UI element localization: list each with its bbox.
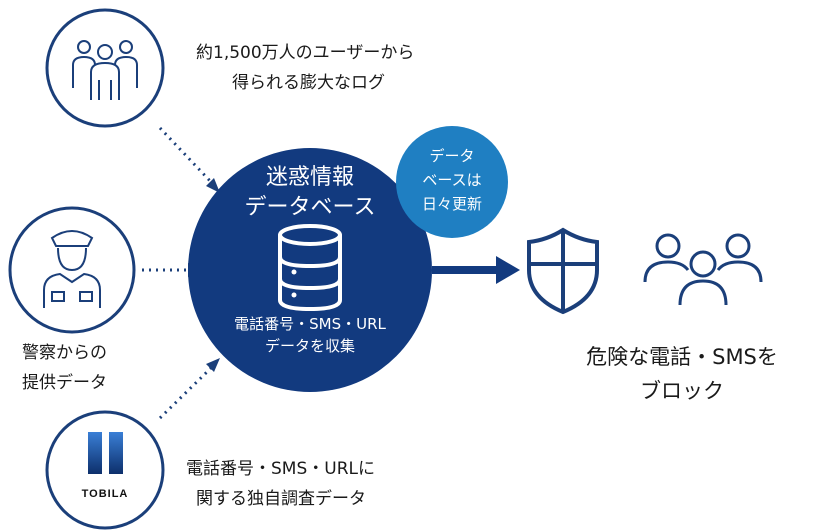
database-subtitle-line2: データを収集 bbox=[264, 337, 355, 355]
update-badge bbox=[396, 126, 508, 238]
police-caption-line2: 提供データ bbox=[22, 373, 107, 393]
tobila-logo-icon bbox=[88, 432, 123, 474]
police-officer-icon bbox=[43, 230, 101, 308]
users-caption-line2: 得られる膨大なログ bbox=[232, 73, 385, 93]
tobila-caption-line1: 電話番号・SMS・URLに bbox=[186, 459, 375, 479]
update-badge-line1: データ bbox=[429, 147, 475, 165]
database-icon bbox=[278, 224, 342, 312]
tobila-caption-line2: 関する独自調査データ bbox=[196, 489, 366, 509]
update-badge-line3: 日々更新 bbox=[421, 195, 482, 213]
users-caption-line1: 約1,500万人のユーザーから bbox=[196, 43, 415, 63]
database-title-line2: データベース bbox=[244, 195, 376, 220]
connector-users bbox=[158, 126, 220, 193]
block-arrow bbox=[432, 256, 520, 284]
database-title-line1: 迷惑情報 bbox=[265, 165, 354, 190]
result-caption-line1: 危険な電話・SMSを bbox=[586, 345, 778, 369]
database-subtitle-line1: 電話番号・SMS・URL bbox=[234, 315, 386, 333]
result-caption: 危険な電話・SMSを ブロック bbox=[572, 340, 792, 408]
group-icon bbox=[643, 233, 763, 306]
update-badge-line2: ベースは bbox=[422, 171, 482, 189]
police-circle bbox=[8, 206, 136, 334]
connector-tobila bbox=[158, 358, 220, 420]
users-circle bbox=[45, 8, 165, 128]
database-title: 迷惑情報 データベース bbox=[220, 163, 400, 223]
users-caption: 約1,500万人のユーザーから 得られる膨大なログ bbox=[196, 38, 414, 98]
users-icon bbox=[72, 40, 138, 100]
result-caption-line2: ブロック bbox=[640, 379, 724, 403]
police-caption-line1: 警察からの bbox=[22, 343, 107, 363]
tobila-logo-text: TOBILA bbox=[81, 488, 129, 500]
database-subtitle: 電話番号・SMS・URL データを収集 bbox=[220, 313, 400, 357]
update-badge-text: データ ベースは 日々更新 bbox=[402, 144, 502, 216]
shield-icon bbox=[527, 227, 599, 315]
police-caption: 警察からの 提供データ bbox=[22, 338, 107, 398]
database-circle bbox=[188, 148, 432, 392]
tobila-caption: 電話番号・SMS・URLに 関する独自調査データ bbox=[186, 454, 375, 514]
tobila-circle bbox=[45, 410, 165, 530]
